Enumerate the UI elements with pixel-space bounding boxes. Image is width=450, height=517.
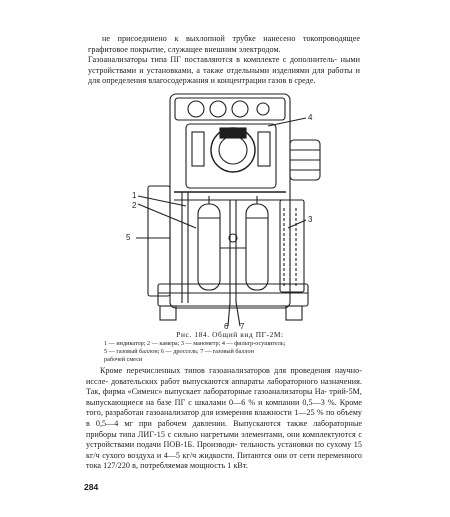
- top-paragraph: не присоединено к выхлопной трубке нанес…: [88, 34, 360, 87]
- caption-line: 5 — газовый баллон; 6 — дроссель; 7 — га…: [104, 348, 254, 355]
- bottom-paragraph-line: лабораторные приборы типа ЛИГ-15 с сильн…: [86, 418, 362, 439]
- bottom-paragraph-line: довательских работ выпускаются аппараты …: [86, 376, 362, 397]
- top-paragraph-line: работы и для определения влагосодержания…: [88, 65, 360, 86]
- bottom-paragraph-line: фирма «Сименс» выпускает лабораторные га…: [102, 387, 327, 397]
- gas-cylinder-left: [197, 203, 221, 291]
- caption-line: рабочей смеси: [104, 356, 143, 363]
- bottom-paragraph-line: 1 кВт.: [227, 461, 248, 471]
- gauge-middle: [209, 100, 227, 118]
- chamber: [185, 123, 277, 189]
- bottom-paragraph: Кроме перечисленных типов газоанализатор…: [86, 366, 362, 472]
- bottom-paragraph-line: 1—25 % по объему в 0,5—4 мг при рабочем …: [86, 408, 362, 428]
- bottom-paragraph-line: тельность установки по сухому 15 кг/ч су…: [86, 440, 363, 460]
- gauge-right: [231, 100, 249, 118]
- bottom-paragraph-line: Питаются они от сети переменного тока 12…: [86, 450, 362, 471]
- caption-line: 1 — индикатор; 2 — камера; 3 — манометр;…: [104, 340, 286, 347]
- apparatus-drawing: 1 2 3 4 5 6 7: [126, 93, 321, 330]
- bottom-paragraph-line: элементами, они комплектуются с устройст…: [86, 429, 362, 450]
- gas-cylinder-right: [245, 203, 269, 291]
- base: [157, 283, 309, 307]
- top-paragraph-line: не присоединено к выхлопной трубке нанес…: [102, 34, 360, 43]
- top-paragraph-line: графитовое покрытие, служащее внешним эл…: [88, 44, 281, 54]
- figure-caption-description: 1 — индикатор; 2 — камера; 3 — манометр;…: [104, 340, 334, 364]
- figure-label: 4: [308, 113, 313, 122]
- gauge-left: [187, 100, 205, 118]
- figure-label: 1: [132, 191, 137, 200]
- bottom-paragraph-line: Кроме перечисленных типов газоанализатор…: [86, 366, 362, 386]
- top-paragraph-line: ными устройствами и установками, а также…: [88, 55, 360, 75]
- figure-caption-title: Рис. 184. Общий вид ПГ-2М:: [176, 330, 284, 339]
- top-paragraph-line: Газоанализаторы типа ПГ поставляются в к…: [88, 55, 338, 65]
- figure-label: 6: [224, 322, 229, 330]
- figure-label: 2: [132, 201, 137, 210]
- page-number: 284: [84, 482, 99, 492]
- figure-label: 3: [308, 215, 313, 224]
- figure-label: 7: [240, 322, 245, 330]
- apparatus-figure: 1 2 3 4 5 6 7: [108, 88, 340, 330]
- bottom-paragraph-line: Кроме того, разработан газоанализатор дл…: [86, 397, 362, 418]
- figure-label: 5: [126, 233, 131, 242]
- bottom-paragraph-line: трий-5М, выпускающиеся на базе ПГ с шкал…: [86, 387, 362, 407]
